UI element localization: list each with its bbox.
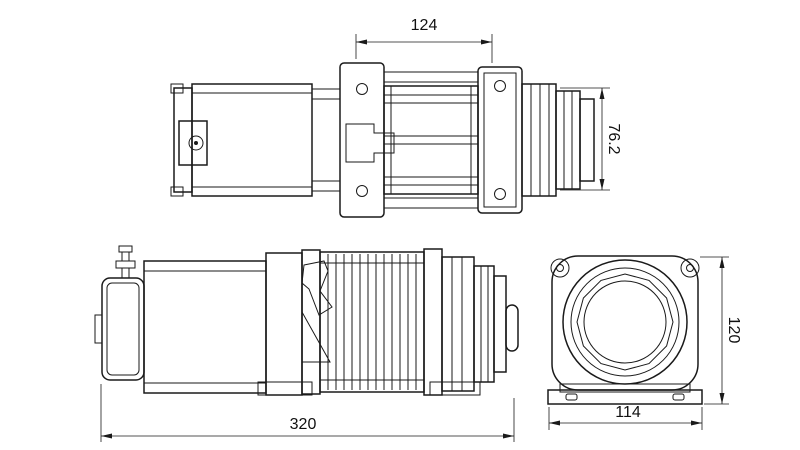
dim-base-width-label: 114 [615,404,641,421]
bolt-hole [356,83,368,95]
tie-rod-bottom [311,180,341,192]
left-plate-side [257,252,331,396]
drum-side [301,248,443,396]
base-slot [672,393,685,401]
dim-drum-diameter-label: 76.2 [605,123,622,154]
clutch-housing-top [521,83,595,197]
right-mount-plate-top [477,66,523,214]
dim-base-width: 114 [548,404,703,430]
dim-housing-height: 120 [700,256,742,405]
side-view: 320 [94,245,519,442]
motor-bolt-side [115,245,136,279]
motor-top [170,83,313,197]
base-slot [565,393,578,401]
clutch-housing-side [441,256,519,392]
bolt-hole [356,185,368,197]
top-view: 124 76.2 [170,17,622,218]
dim-overall-length: 320 [100,384,515,442]
base-flange [547,383,703,405]
tie-rod-top [311,88,341,100]
motor-side [94,260,267,394]
dim-housing-height-label: 120 [725,317,742,344]
bolt-hole [494,188,506,200]
dim-top-width-label: 124 [411,17,438,34]
clutch-pawl [345,123,395,163]
gusset-brace [301,310,331,363]
dim-drum-diameter: 76.2 [560,87,622,191]
dim-overall-length-label: 320 [290,416,317,433]
clutch-lever-side [301,260,333,316]
bolt-hole [494,80,506,92]
right-foot-side [429,381,481,396]
front-view: 114 120 [547,255,742,430]
dim-top-width: 124 [355,17,493,63]
drum-opening [562,259,688,385]
drum-top [383,71,479,209]
